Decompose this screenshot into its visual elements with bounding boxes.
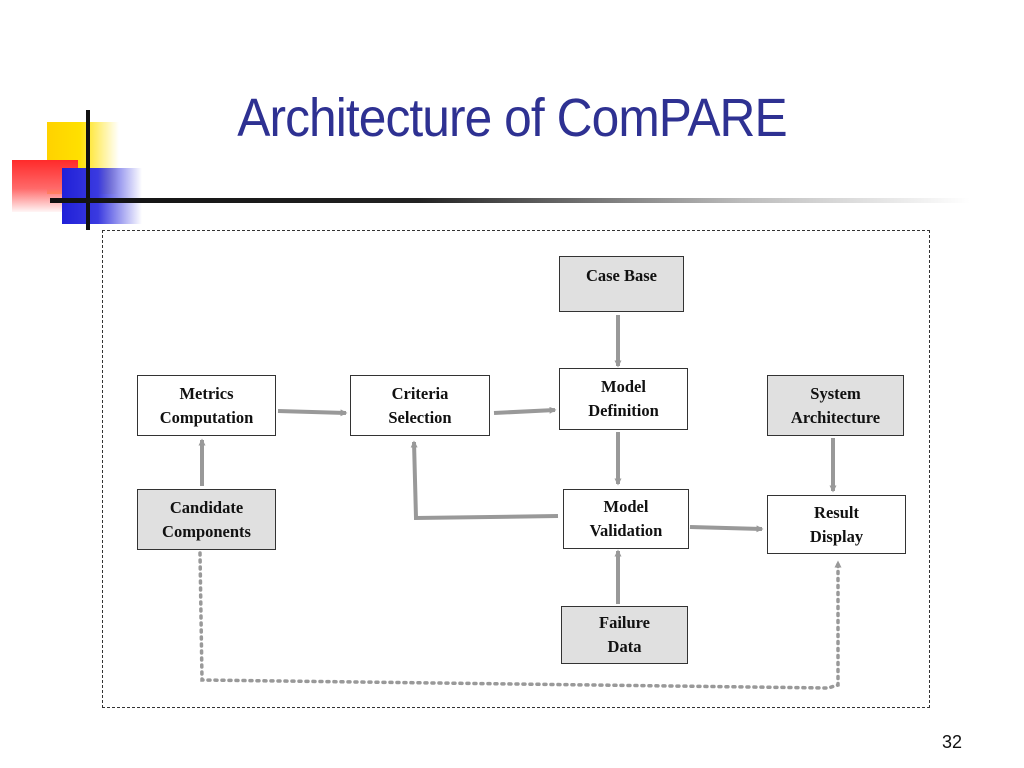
slide-title: Architecture of ComPARE <box>237 88 787 148</box>
node-model-validation-label: Model Validation <box>589 497 663 540</box>
edge-candidate-to-result-dotted <box>198 551 842 690</box>
edge-validation-to-result <box>689 525 764 533</box>
node-result-display: Result Display <box>767 495 906 554</box>
node-metrics-computation: Metrics Computation <box>137 375 276 436</box>
edge-metrics-to-criteria <box>277 409 348 417</box>
node-candidate-components: Candidate Components <box>137 489 276 550</box>
node-metrics-computation-label: Metrics Computation <box>159 383 254 427</box>
node-result-display-label: Result Display <box>809 502 864 546</box>
node-failure-data: Failure Data <box>561 606 688 664</box>
edge-validation-to-criteria <box>410 440 559 521</box>
decorative-blue-square <box>62 168 142 224</box>
node-model-definition-label: Model Definition <box>588 377 659 420</box>
title-underline <box>50 198 970 203</box>
node-criteria-selection: Criteria Selection <box>350 375 490 436</box>
node-candidate-components-label: Candidate Components <box>162 497 251 541</box>
node-system-architecture-label: System Architecture <box>790 383 881 427</box>
node-case-base: Case Base <box>559 256 684 312</box>
node-model-validation: Model Validation <box>563 489 689 549</box>
page-number: 32 <box>941 732 963 752</box>
node-system-architecture: System Architecture <box>767 375 904 436</box>
edge-criteria-to-model-definition <box>493 406 557 415</box>
diagram-frame <box>102 230 930 708</box>
node-failure-data-label: Failure Data <box>598 613 651 656</box>
decorative-vertical-line <box>86 110 90 230</box>
node-model-definition: Model Definition <box>559 368 688 430</box>
node-case-base-label: Case Base <box>585 266 658 285</box>
node-criteria-selection-label: Criteria Selection <box>388 383 452 427</box>
